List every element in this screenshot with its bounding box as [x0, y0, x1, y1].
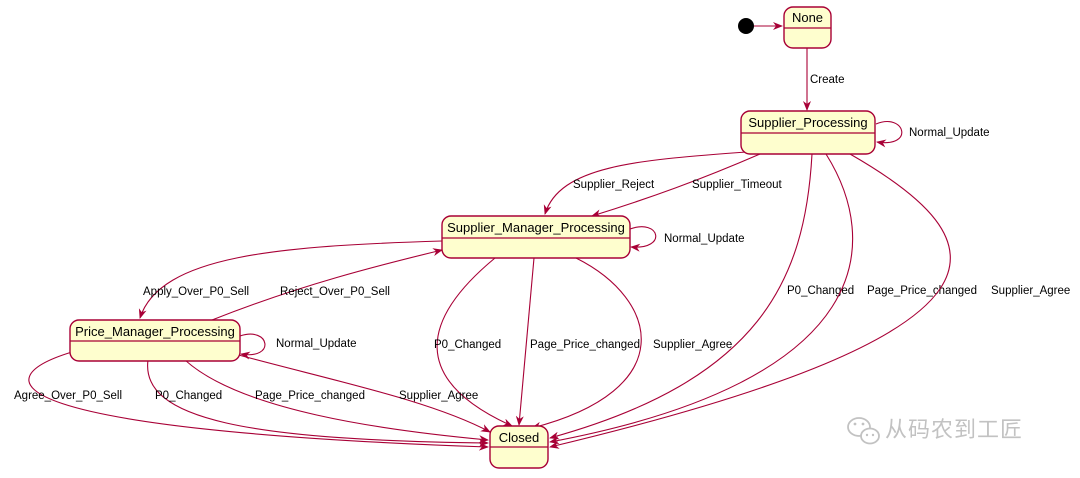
edge-label-sp-normal-update: Normal_Update [909, 127, 990, 139]
edge-label-pmp-p0-changed: P0_Changed [155, 390, 222, 402]
state-supplier-processing: Supplier_Processing [740, 110, 876, 155]
edge-pmp-reject-over [211, 248, 443, 321]
state-none: None [783, 6, 832, 49]
edge-sp-normal-update [875, 121, 903, 148]
edge-label-sp-supplier-reject: Supplier_Reject [573, 179, 655, 191]
wechat-icon [847, 417, 880, 445]
edge-pmp-supplier-agree [234, 353, 491, 433]
watermark-text: 从码农到工匠 [885, 418, 1023, 443]
edge-label-smp-normal-update: Normal_Update [664, 233, 745, 245]
state-closed-label: Closed [499, 430, 539, 445]
edge-pmp-p0-changed [147, 359, 489, 447]
edge-label-pmp-normal-update: Normal_Update [276, 338, 357, 350]
edge-pmp-page-price-changed [184, 359, 489, 444]
edge-label-create: Create [810, 74, 845, 86]
state-price-manager-processing-label: Price_Manager_Processing [75, 324, 235, 339]
edge-label-sp-supplier-agree: Supplier_Agree [991, 285, 1070, 297]
edge-label-smp-apply-over: Apply_Over_P0_Sell [143, 286, 249, 298]
edge-label-sp-page-price-changed: Page_Price_changed [867, 285, 977, 297]
edge-label-pmp-reject-over: Reject_Over_P0_Sell [280, 286, 390, 298]
edge-smp-normal-update [629, 226, 657, 252]
edge-sp-page-price-changed [549, 153, 854, 445]
edge-smp-page-price-changed [515, 257, 535, 426]
initial-node [738, 18, 754, 34]
state-supplier-manager-processing: Supplier_Manager_Processing [441, 215, 631, 259]
edge-label-smp-supplier-agree: Supplier_Agree [653, 339, 732, 351]
edge-label-sp-supplier-timeout: Supplier_Timeout [692, 179, 783, 191]
edge-label-pmp-agree-over: Agree_Over_P0_Sell [14, 390, 122, 402]
state-price-manager-processing: Price_Manager_Processing [69, 319, 241, 362]
edge-label-sp-p0-changed: P0_Changed [787, 285, 854, 297]
edge-sp-supplier-reject [543, 151, 747, 215]
edge-label-smp-p0-changed: P0_Changed [434, 339, 501, 351]
state-supplier-manager-processing-label: Supplier_Manager_Processing [447, 220, 625, 235]
edge-pmp-agree-over [28, 351, 489, 451]
edge-smp-supplier-agree [531, 257, 642, 430]
state-none-label: None [792, 10, 823, 25]
edge-pmp-normal-update [239, 333, 266, 360]
state-closed: Closed [489, 425, 549, 469]
edge-sp-p0-changed [549, 153, 813, 440]
edge-smp-apply-over [138, 240, 443, 319]
edge-label-pmp-page-price-changed: Page_Price_changed [255, 390, 365, 402]
edge-label-smp-page-price-changed: Page_Price_changed [530, 339, 640, 351]
edge-smp-p0-changed [436, 257, 513, 427]
edge-sp-supplier-timeout [591, 153, 761, 218]
state-supplier-processing-label: Supplier_Processing [748, 115, 867, 130]
edge-sp-supplier-agree [549, 153, 951, 449]
watermark: 从码农到工匠 [847, 417, 1023, 445]
edge-label-pmp-supplier-agree: Supplier_Agree [399, 390, 478, 402]
